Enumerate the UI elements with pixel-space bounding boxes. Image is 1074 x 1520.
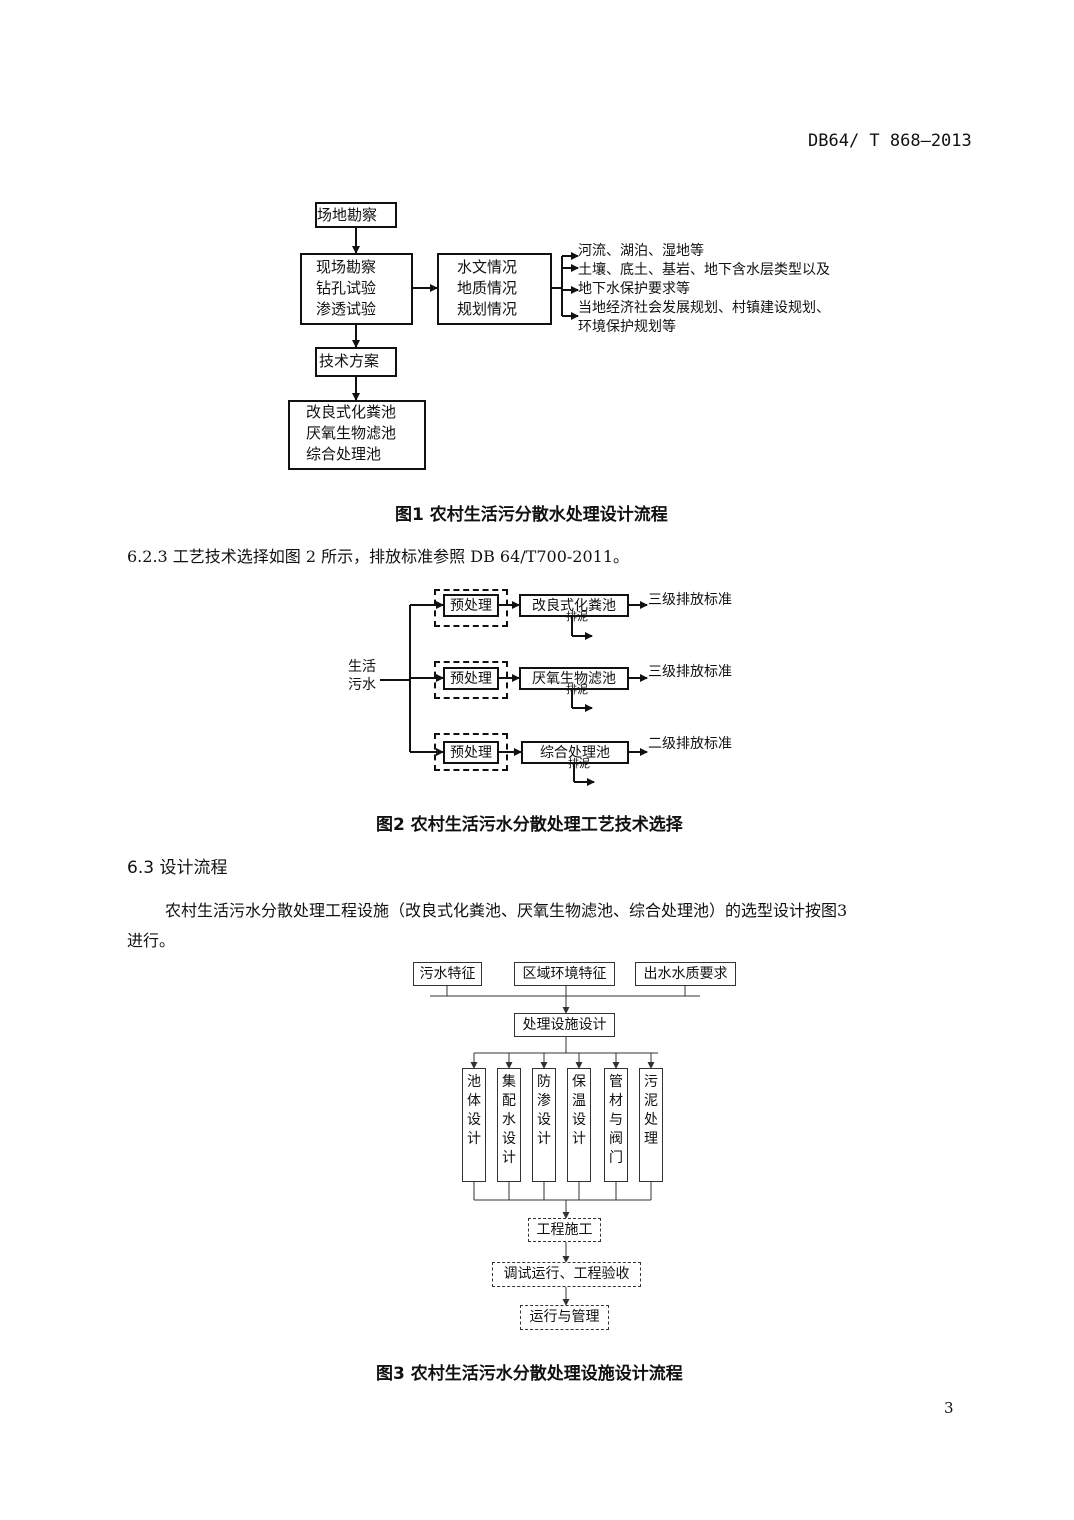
fig1-box-conditions: 水文情况 地质情况 规划情况 [437,253,552,325]
section-63-paragraph-line2: 进行。 [127,931,176,950]
fig2-pre-dashed-frame [434,661,508,699]
figure3-caption: 图3 农村生活污水分散处理设施设计流程 [376,1364,683,1384]
fig2-unit-box: 改良式化粪池 [519,594,629,617]
page-number: 3 [944,1399,954,1417]
fig1-box-tech-plan: 技术方案 [315,347,397,377]
fig2-sludge-label: 排泥 [568,757,590,770]
fig3-input-box: 区域环境特征 [514,962,615,986]
fig2-pre-dashed-frame [434,733,508,771]
section-623-text: 6.2.3 工艺技术选择如图 2 所示，排放标准参照 DB 64/T700-20… [127,547,629,566]
fig1-note-geology-2: 地下水保护要求等 [578,281,690,297]
fig2-pre-dashed-frame [434,589,508,627]
fig3-input-box: 出水水质要求 [635,962,736,986]
fig2-sludge-label: 排泥 [566,683,588,696]
fig2-sludge-label: 排泥 [566,610,588,623]
fig3-column-box: 污泥处理 [639,1068,663,1182]
document-code: DB64/ T 868—2013 [808,131,972,151]
fig1-note-planning-1: 当地经济社会发展规划、村镇建设规划、 [578,300,830,316]
fig3-column-box: 池体设计 [462,1068,486,1182]
fig2-unit-box: 厌氧生物滤池 [519,667,629,690]
fig2-pre-box: 预处理 [443,741,499,764]
fig1-note-geology-1: 土壤、底土、基岩、地下含水层类型以及 [578,262,830,278]
fig2-standard-label: 三级排放标准 [648,664,732,680]
fig2-pre-box: 预处理 [443,594,499,617]
fig1-box-site-survey: 场地勘察 [315,202,397,228]
section-63-heading: 6.3 设计流程 [127,858,228,878]
fig3-column-box: 管材与阀门 [604,1068,628,1182]
fig3-commissioning-box: 调试运行、工程验收 [492,1262,641,1287]
fig3-design-box: 处理设施设计 [514,1013,615,1037]
fig3-construction-box: 工程施工 [528,1218,601,1242]
fig2-unit-box: 综合处理池 [521,741,629,764]
fig1-box-field-tests: 现场勘察 钻孔试验 渗透试验 [300,253,413,325]
fig2-source-label: 生活污水 [348,659,376,693]
fig2-pre-box: 预处理 [443,667,499,690]
section-63-paragraph-line1: 农村生活污水分散处理工程设施（改良式化粪池、厌氧生物滤池、综合处理池）的选型设计… [165,901,848,920]
figure2-caption: 图2 农村生活污水分散处理工艺技术选择 [376,815,683,835]
fig1-note-hydrology: 河流、湖泊、湿地等 [578,243,704,259]
fig2-standard-label: 二级排放标准 [648,736,732,752]
fig3-input-box: 污水特征 [413,962,482,986]
fig3-column-box: 保温设计 [567,1068,591,1182]
fig1-note-planning-2: 环境保护规划等 [578,319,676,335]
fig3-column-box: 集配水设计 [497,1068,521,1182]
fig3-column-box: 防渗设计 [532,1068,556,1182]
fig2-standard-label: 三级排放标准 [648,592,732,608]
fig3-operation-box: 运行与管理 [520,1305,609,1330]
figure1-caption: 图1 农村生活污分散水处理设计流程 [395,505,668,525]
fig1-box-facilities: 改良式化粪池 厌氧生物滤池 综合处理池 [288,400,426,470]
